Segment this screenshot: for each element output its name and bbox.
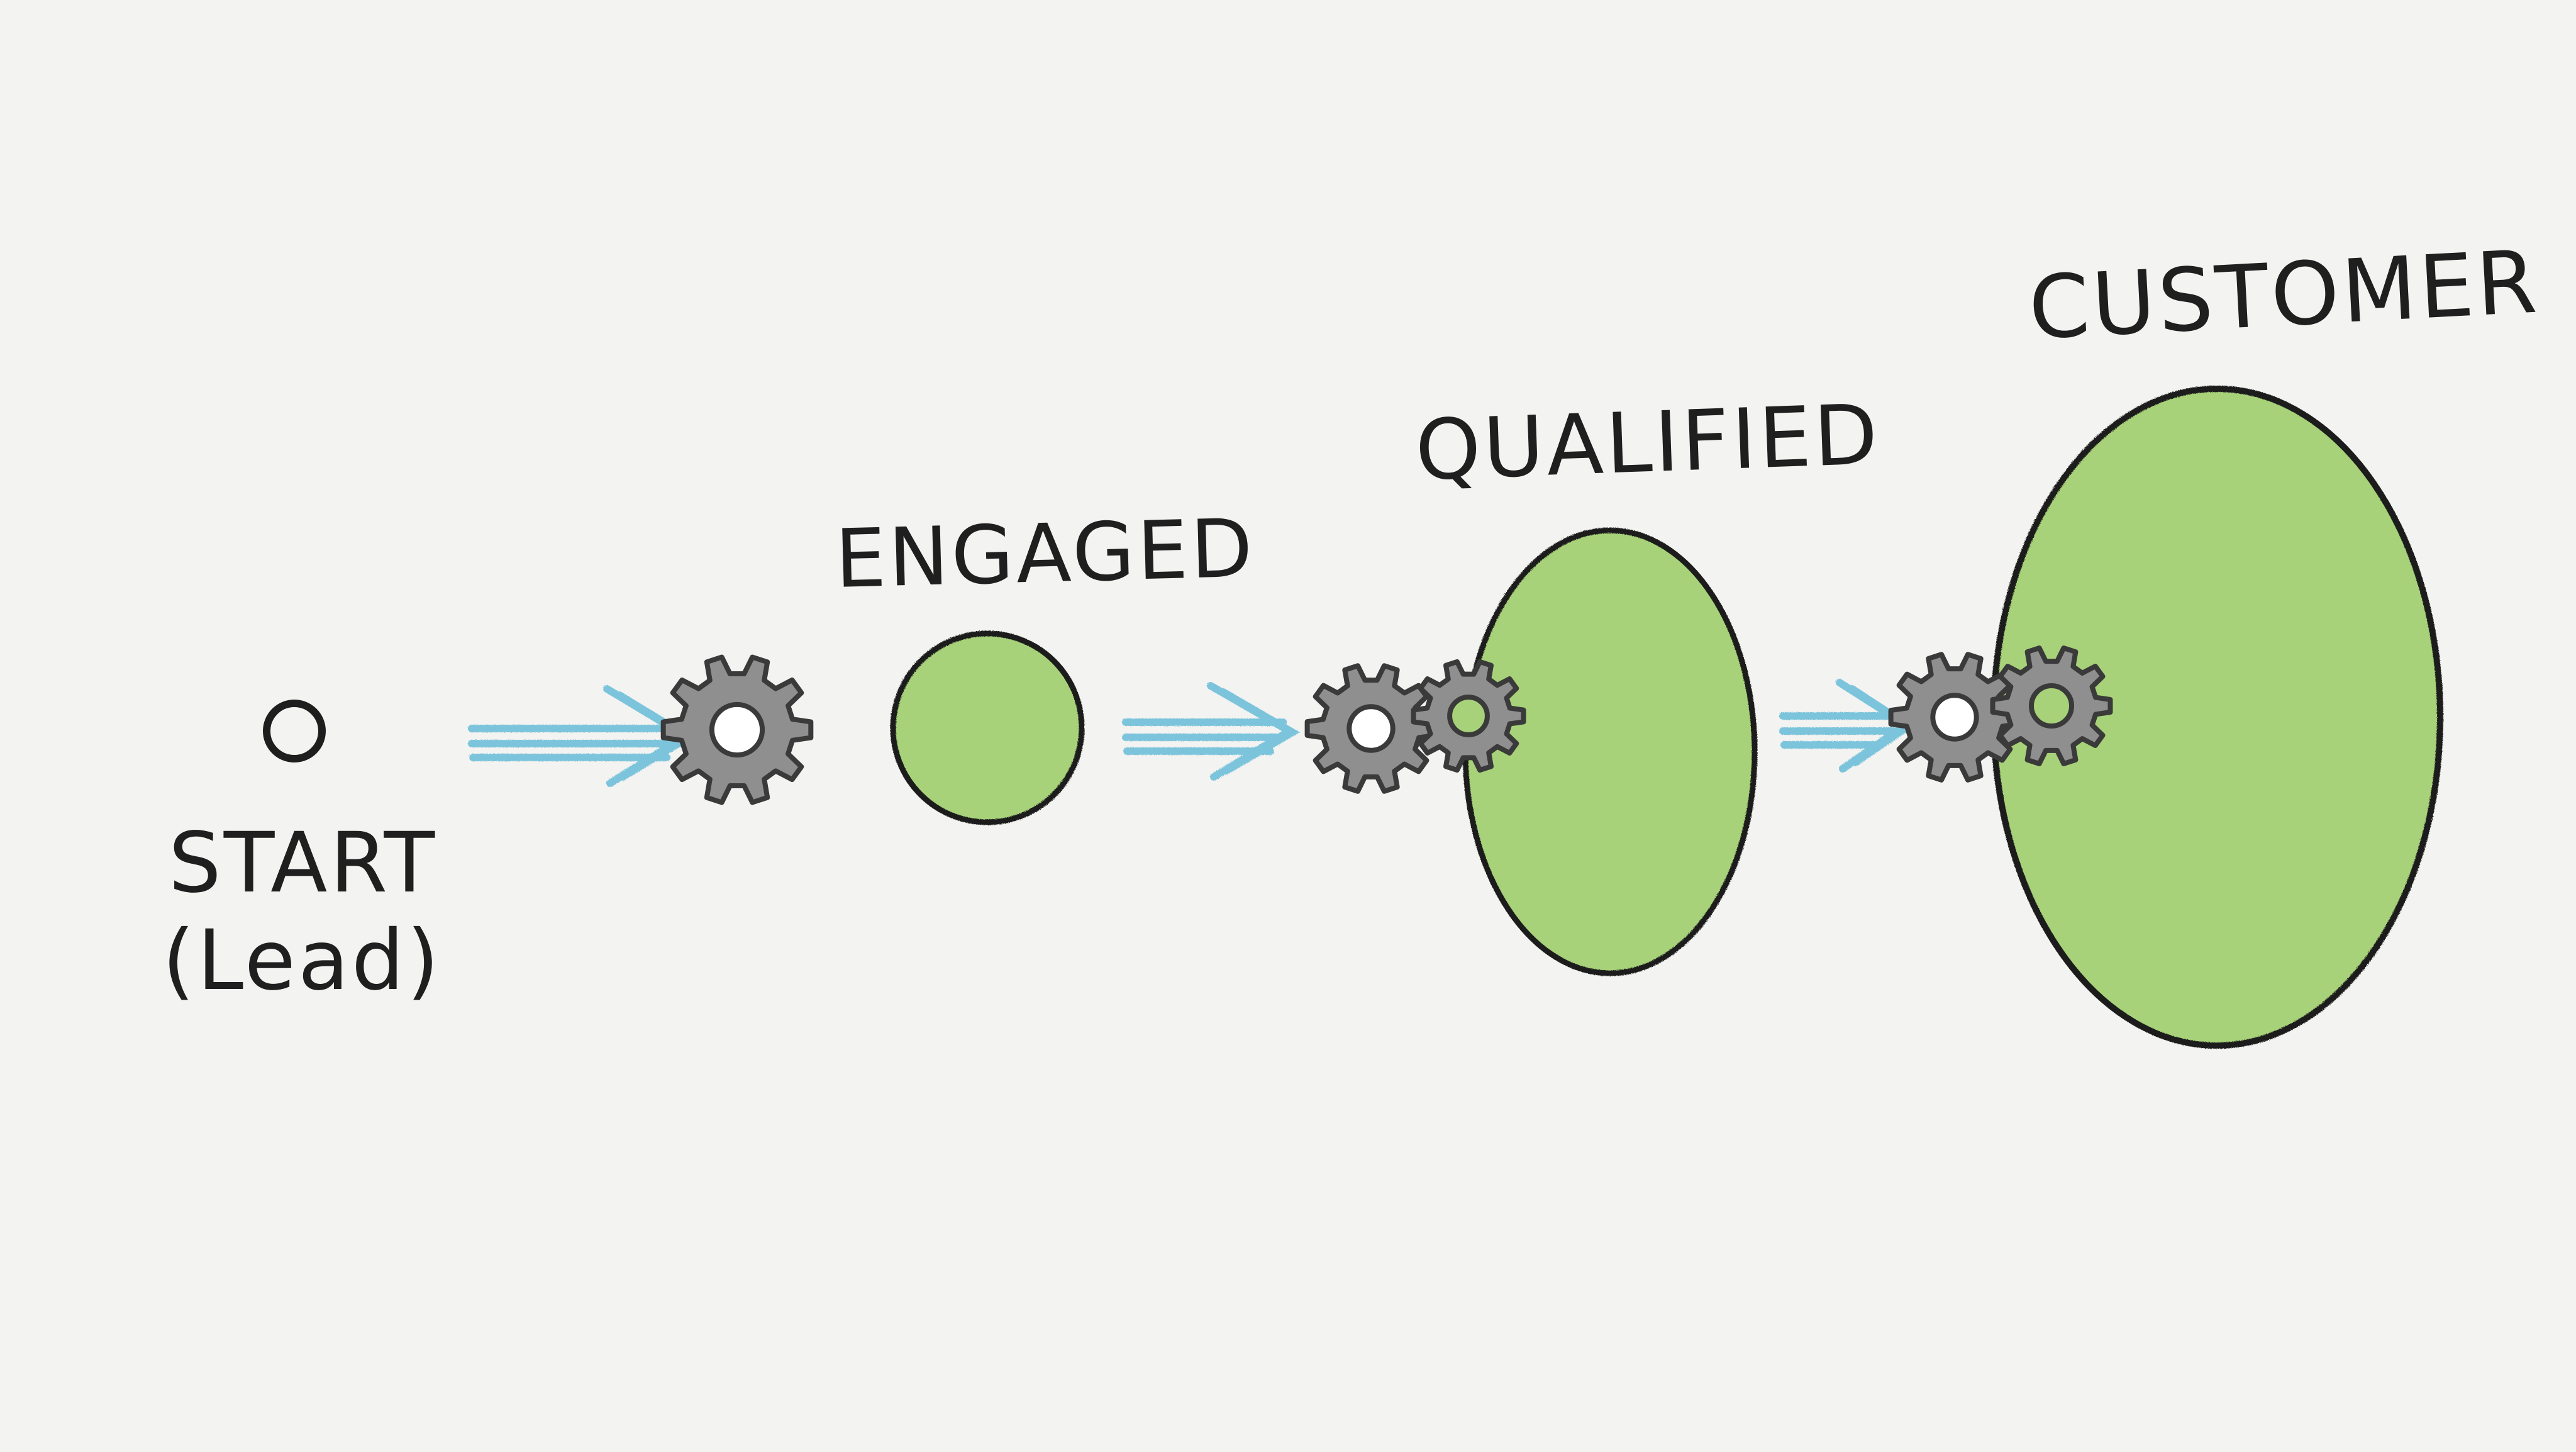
gear-hub — [709, 701, 765, 758]
start-node — [263, 700, 326, 762]
stage-engaged-label: ENGAGED — [834, 501, 1257, 606]
stage-engaged-shape — [890, 630, 1085, 825]
stage-start-sublabel: (Lead) — [162, 912, 442, 1009]
gear-hub — [1346, 704, 1396, 753]
arrow-right-icon — [468, 685, 696, 787]
stage-qualified-label: QUALIFIED — [1414, 386, 1882, 500]
gear-icon — [1888, 652, 2021, 783]
gear-icon — [1304, 663, 1438, 794]
gear-hub — [1447, 695, 1490, 737]
gear-icon — [660, 654, 814, 805]
gear-icon — [1990, 645, 2113, 766]
arrow-right-icon — [1122, 682, 1300, 781]
gear-hub — [2029, 683, 2074, 729]
gear-icon — [1411, 659, 1526, 773]
gear-hub — [1930, 693, 1979, 742]
stage-start-label: START — [169, 815, 438, 912]
